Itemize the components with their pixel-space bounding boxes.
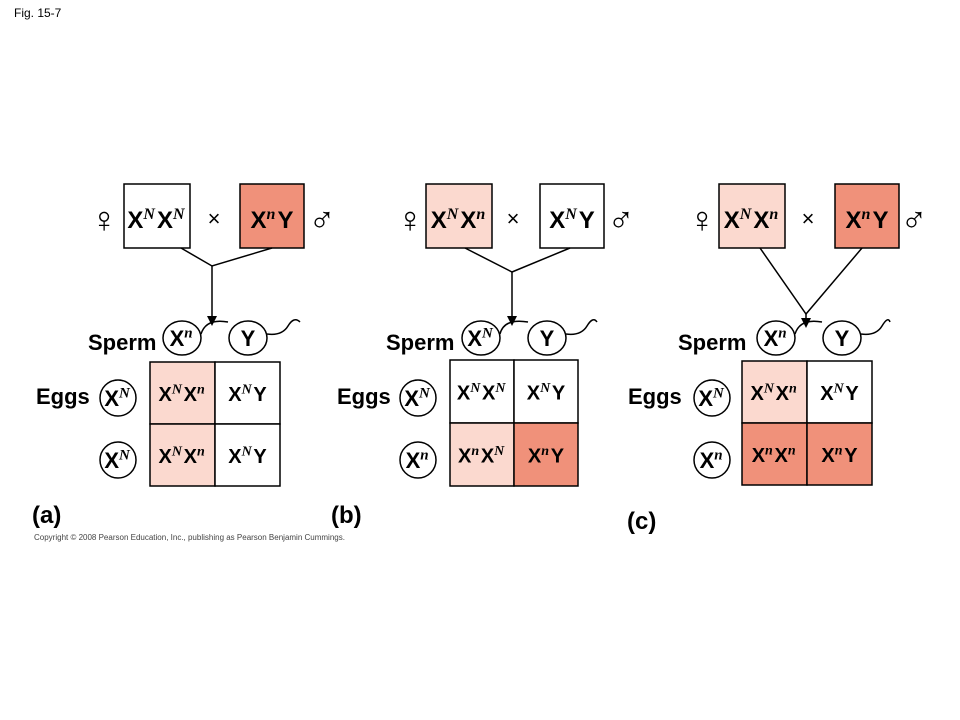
- offspring-genotype-b-2: XN Y: [527, 381, 566, 405]
- eggs-label-a: Eggs: [36, 384, 90, 409]
- sperm-cell-2-b: [527, 320, 567, 356]
- arrow-head-a: [207, 316, 217, 326]
- male-parent-box-b: [539, 183, 605, 249]
- sperm-genotype-1-a: Xn: [170, 326, 195, 351]
- egg-genotype-1-a: XN: [104, 386, 131, 411]
- offspring-genotype-a-1: XN Xn: [159, 382, 207, 406]
- offspring-genotype-c-1: XN Xn: [751, 381, 799, 405]
- punnett-cell-b-2: [513, 359, 579, 424]
- offspring-genotype-a-3: XN Xn: [159, 444, 207, 468]
- sperm-genotype-1-b: XN: [467, 326, 494, 351]
- eggs-label-b: Eggs: [337, 384, 391, 409]
- offspring-genotype-c-3: Xn Xn: [752, 443, 798, 467]
- punnett-cell-c-3: [741, 422, 808, 486]
- sperm-genotype-2-b: Y: [540, 326, 555, 351]
- egg-cell-2-c: [693, 441, 731, 479]
- punnett-cell-b-1: [449, 359, 515, 424]
- punnett-cell-a-3: [149, 423, 216, 487]
- sperm-tail-2-a: [266, 319, 301, 336]
- punnett-cell-c-2: [806, 360, 873, 424]
- offspring-genotype-b-3: Xn XN: [458, 444, 506, 468]
- male-genotype-a: Xn Y: [251, 206, 294, 234]
- female-genotype-b: XN Xn: [431, 206, 488, 234]
- cross-symbol-c: ×: [802, 206, 815, 231]
- egg-genotype-1-c: XN: [698, 386, 725, 411]
- male-symbol-c: ♂: [901, 199, 928, 240]
- cross-symbol-a: ×: [208, 206, 221, 231]
- offspring-genotype-a-4: XN Y: [228, 444, 267, 468]
- egg-genotype-1-b: XN: [404, 386, 431, 411]
- male-genotype-b: XN Y: [549, 206, 595, 234]
- sperm-label-c: Sperm: [678, 330, 746, 355]
- sperm-cell-1-c: [756, 320, 796, 356]
- cross-lines-c: [759, 247, 863, 316]
- sperm-tail-1-c: [794, 320, 823, 335]
- sperm-label-a: Sperm: [88, 330, 156, 355]
- eggs-label-c: Eggs: [628, 384, 682, 409]
- offspring-genotype-b-1: XN XN: [457, 381, 507, 405]
- sperm-cell-2-a: [228, 320, 268, 356]
- sperm-cell-1-b: [461, 320, 501, 356]
- male-parent-box-a: [239, 183, 305, 249]
- offspring-genotype-a-2: XN Y: [228, 382, 267, 406]
- female-symbol-b: ♀: [397, 199, 424, 240]
- sperm-tail-2-b: [565, 319, 598, 336]
- egg-genotype-2-a: XN: [104, 448, 131, 473]
- offspring-genotype-c-2: XN Y: [820, 381, 859, 405]
- punnett-cell-b-4: [513, 422, 579, 487]
- sperm-tail-1-a: [200, 320, 229, 335]
- cross-lines-b: [464, 247, 571, 273]
- egg-genotype-2-c: Xn: [700, 448, 725, 473]
- cross-lines-a: [180, 247, 273, 267]
- egg-cell-2-b: [399, 441, 437, 479]
- punnett-cell-c-4: [806, 422, 873, 486]
- male-genotype-c: Xn Y: [846, 206, 889, 234]
- sperm-cell-2-c: [822, 320, 862, 356]
- female-genotype-c: XN Xn: [724, 206, 781, 234]
- sperm-tail-2-c: [860, 319, 891, 336]
- sperm-cell-1-a: [162, 320, 202, 356]
- female-symbol-c: ♀: [689, 199, 716, 240]
- figure-label: Fig. 15-7: [14, 6, 62, 20]
- egg-cell-1-a: [99, 379, 137, 417]
- panel-label-c: (c): [627, 508, 657, 535]
- offspring-genotype-b-4: Xn Y: [528, 444, 565, 468]
- female-parent-box-c: [718, 183, 786, 249]
- punnett-cell-b-3: [449, 422, 515, 487]
- male-symbol-b: ♂: [608, 199, 635, 240]
- arrow-head-b: [507, 316, 517, 326]
- egg-cell-1-b: [399, 379, 437, 417]
- sperm-genotype-2-c: Y: [835, 326, 850, 351]
- female-parent-box-a: [123, 183, 191, 249]
- offspring-genotype-c-4: Xn Y: [821, 443, 858, 467]
- cross-symbol-b: ×: [507, 206, 520, 231]
- sperm-tail-1-b: [499, 320, 529, 335]
- egg-cell-1-c: [693, 379, 731, 417]
- panel-label-a: (a): [32, 502, 62, 529]
- female-genotype-a: XN XN: [127, 206, 186, 234]
- sperm-genotype-1-c: Xn: [764, 326, 789, 351]
- egg-cell-2-a: [99, 441, 137, 479]
- punnett-cell-a-2: [214, 361, 281, 425]
- sperm-label-b: Sperm: [386, 330, 454, 355]
- male-parent-box-c: [834, 183, 900, 249]
- male-symbol-a: ♂: [309, 199, 336, 240]
- female-symbol-a: ♀: [91, 199, 118, 240]
- copyright-notice: Copyright © 2008 Pearson Education, Inc.…: [34, 533, 345, 542]
- punnett-cell-a-4: [214, 423, 281, 487]
- sperm-genotype-2-a: Y: [241, 326, 256, 351]
- female-parent-box-b: [425, 183, 493, 249]
- egg-genotype-2-b: Xn: [406, 448, 431, 473]
- panel-label-b: (b): [331, 502, 362, 529]
